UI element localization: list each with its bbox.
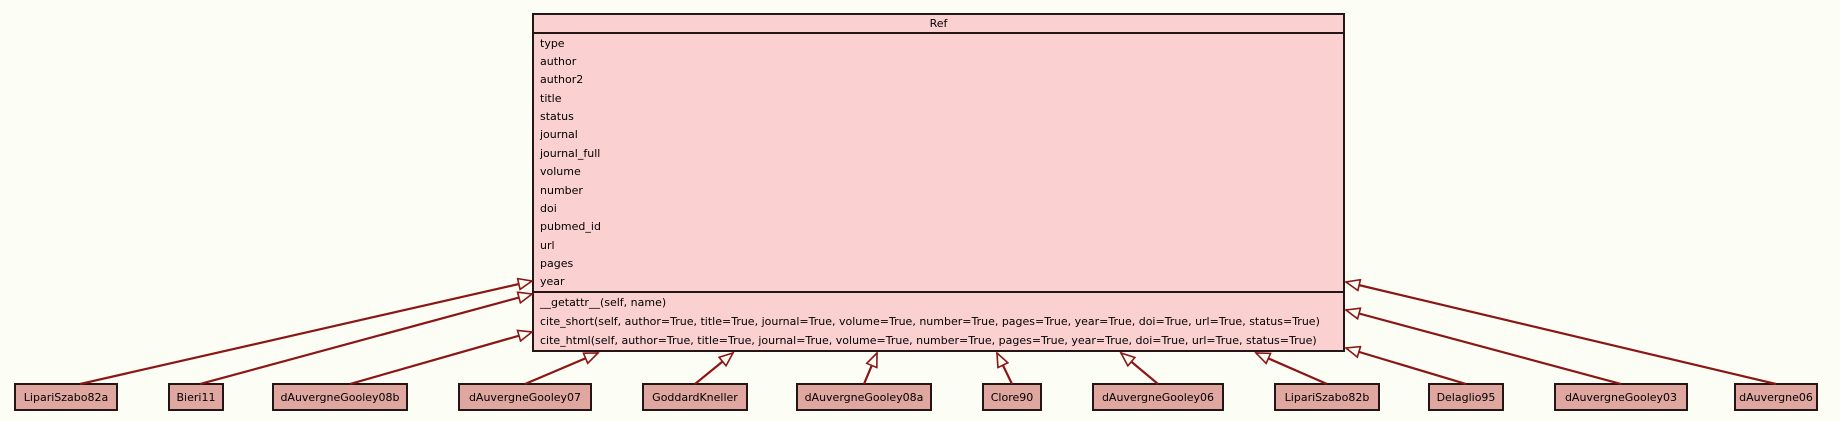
attribute-row: pubmed_id — [540, 220, 601, 234]
class-node-dauvergnegooley06[interactable]: dAuvergneGooley06 — [1092, 383, 1224, 411]
inheritance-edge — [1256, 351, 1328, 386]
attributes-compartment: type author author2 title status journal… — [534, 34, 1343, 293]
class-title: Ref — [534, 15, 1343, 34]
class-node-clore90[interactable]: Clore90 — [982, 383, 1042, 411]
class-node-lipariszabo82b[interactable]: LipariSzabo82b — [1274, 383, 1380, 411]
class-node-dauvergnegooley07[interactable]: dAuvergneGooley07 — [458, 383, 592, 411]
inheritance-edge — [1346, 310, 1622, 386]
method-row: cite_html(self, author=True, title=True,… — [540, 334, 1317, 347]
class-node-delaglio95[interactable]: Delaglio95 — [1428, 383, 1504, 411]
inheritance-edge — [199, 294, 532, 386]
attribute-row: author2 — [540, 73, 584, 87]
inheritance-edge — [79, 281, 532, 386]
attribute-row: journal — [540, 128, 578, 142]
attribute-row: url — [540, 238, 555, 252]
attribute-row: volume — [540, 165, 581, 179]
inheritance-edge — [694, 353, 733, 385]
methods-compartment: __getattr__(self, name) cite_short(self,… — [534, 293, 1343, 350]
attribute-row: doi — [540, 201, 557, 215]
inheritance-edge — [1121, 353, 1159, 385]
attribute-row: status — [540, 110, 574, 124]
class-node-goddardkneller[interactable]: GoddardKneller — [642, 383, 748, 411]
class-node-dauvergnegooley08a[interactable]: dAuvergneGooley08a — [796, 383, 932, 411]
method-row: cite_short(self, author=True, title=True… — [540, 315, 1320, 328]
class-node-dauvergnegooley03[interactable]: dAuvergneGooley03 — [1554, 383, 1688, 411]
attribute-row: year — [540, 275, 565, 289]
inheritance-edge — [524, 351, 598, 386]
inheritance-edge — [996, 353, 1013, 385]
class-node-dauvergnegooley08b[interactable]: dAuvergneGooley08b — [272, 383, 408, 411]
attribute-row: author — [540, 55, 577, 69]
class-node-dauvergne06[interactable]: dAuvergne06 — [1734, 383, 1818, 411]
attribute-row: number — [540, 183, 583, 197]
inheritance-edge — [349, 332, 532, 386]
attribute-row: title — [540, 91, 562, 105]
class-node-ref[interactable]: Ref type author author2 title status jou… — [532, 13, 1345, 352]
attribute-row: type — [540, 36, 565, 50]
attribute-row: journal_full — [540, 146, 601, 160]
inheritance-edge — [1346, 282, 1777, 386]
method-row: __getattr__(self, name) — [540, 296, 667, 309]
inheritance-edge — [862, 353, 879, 385]
inheritance-edge — [1346, 348, 1467, 386]
attribute-row: pages — [540, 256, 574, 270]
class-node-lipariszabo82a[interactable]: LipariSzabo82a — [14, 383, 118, 411]
class-node-bieri11[interactable]: Bieri11 — [168, 383, 224, 411]
